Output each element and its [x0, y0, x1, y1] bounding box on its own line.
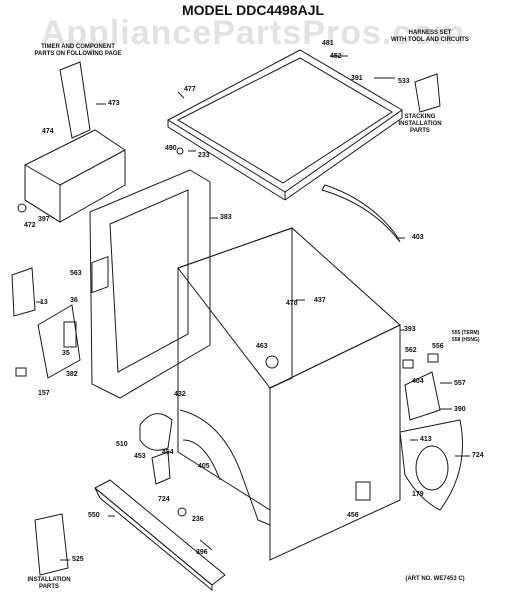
part-label: 403 — [412, 234, 424, 241]
part-label: 474 — [42, 128, 54, 135]
part-label: 397 — [38, 216, 50, 223]
part-label: 393 — [404, 326, 416, 333]
part-label: 452 — [330, 53, 342, 60]
cabinet-top-edge — [177, 227, 401, 389]
part-463 — [265, 355, 279, 369]
part-456 — [355, 481, 371, 501]
installation-card — [34, 513, 69, 576]
part-label: 404 — [412, 378, 424, 385]
bracket-453 — [151, 451, 171, 485]
timer-note: TIMER AND COMPONENT PARTS ON FOLLOWING P… — [34, 44, 122, 57]
trim-strip — [321, 184, 401, 243]
art-number: (ART NO. WE7453 C) — [405, 576, 465, 582]
part-label: 405 — [198, 463, 210, 470]
part-label: 477 — [184, 86, 196, 93]
top-panel-inner — [176, 57, 393, 184]
part-label: 13 — [40, 299, 48, 306]
drum-support — [139, 413, 173, 451]
part-label: 473 — [108, 100, 120, 107]
part-556 — [427, 353, 439, 363]
rear-panel — [399, 419, 463, 511]
installation-note: INSTALLATION PARTS — [27, 577, 71, 590]
part-490 — [176, 147, 184, 155]
cabinet-left-side — [177, 227, 293, 511]
part-label: 453 — [134, 453, 146, 460]
part-label: 382 — [66, 371, 78, 378]
part-236 — [177, 507, 187, 517]
part-157 — [15, 367, 27, 377]
label-558: 558 (HSNG) — [452, 337, 480, 343]
part-label: 472 — [24, 222, 36, 229]
part-label: 510 — [116, 441, 128, 448]
part-label: 724 — [158, 496, 170, 503]
stacking-kit-card — [414, 73, 441, 113]
rear-port — [415, 445, 449, 491]
part-label: 490 — [165, 145, 177, 152]
part-label: 557 — [454, 380, 466, 387]
part-label: 437 — [314, 297, 326, 304]
part-label: 36 — [70, 297, 78, 304]
part-label: 556 — [432, 343, 444, 350]
part-label: 157 — [38, 390, 50, 397]
front-panel — [89, 169, 211, 399]
duct-assembly — [24, 129, 126, 223]
part-label: 563 — [70, 270, 82, 277]
part-label: 481 — [322, 40, 334, 47]
control-slot — [91, 256, 109, 294]
diagram-title: MODEL DDC4498AJL — [181, 2, 325, 18]
part-label: 233 — [198, 152, 210, 159]
part-label: 413 — [420, 436, 432, 443]
part-label: 391 — [351, 75, 363, 82]
stacking-note: STACKING INSTALLATION PARTS — [398, 114, 442, 134]
part-label: 35 — [62, 350, 70, 357]
part-label: 383 — [220, 214, 232, 221]
label-555: 555 (TERM) — [452, 330, 480, 336]
part-label: 432 — [174, 391, 186, 398]
part-label: 533 — [398, 78, 410, 85]
part-label: 525 — [72, 556, 84, 563]
timer-bracket — [59, 61, 91, 139]
top-panel — [166, 49, 403, 193]
terminal-bracket — [404, 371, 441, 421]
part-label: 562 — [405, 347, 417, 354]
part-472 — [17, 203, 27, 213]
part-562 — [402, 359, 414, 369]
harness-note: HARNESS SET WITH TOOL AND CIRCUITS — [391, 30, 469, 43]
part-label: 456 — [347, 512, 359, 519]
part-label: 396 — [196, 549, 208, 556]
part-label: 550 — [88, 512, 100, 519]
part-label: 390 — [454, 406, 466, 413]
part-label: 454 — [162, 449, 174, 456]
part-label: 724 — [472, 452, 484, 459]
part-label: 179 — [412, 491, 424, 498]
cabinet-front — [269, 324, 401, 561]
cabinet-back-arch — [179, 409, 271, 526]
part-label: 463 — [256, 343, 268, 350]
part-label: 236 — [192, 516, 204, 523]
label-card-13 — [11, 267, 36, 317]
switch-bracket — [63, 321, 77, 348]
part-label: 478 — [286, 300, 298, 307]
control-panel-382 — [37, 304, 81, 379]
